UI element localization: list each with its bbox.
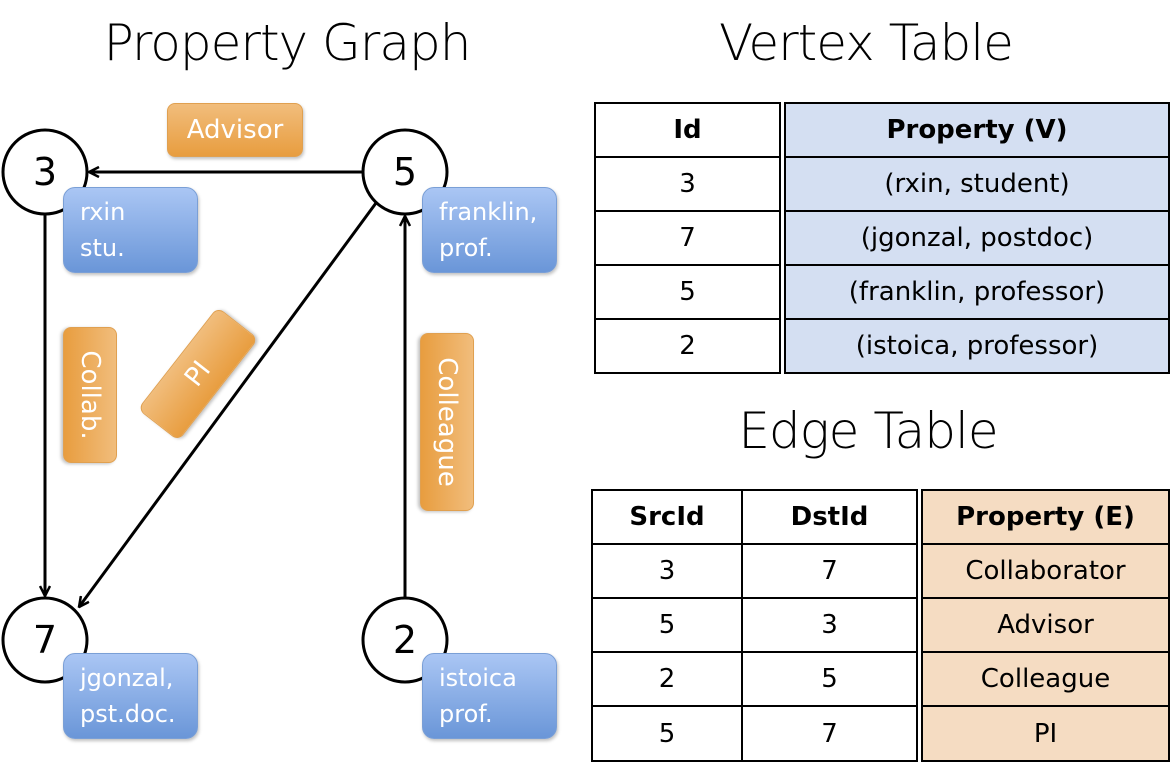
edge-property-cell: Collaborator bbox=[921, 543, 1170, 599]
vertex-7-property: jgonzal, pst.doc. bbox=[63, 653, 198, 739]
vertex-id-cell: 7 bbox=[594, 210, 781, 266]
edge-dst-cell: 7 bbox=[741, 543, 918, 599]
vertex-property-cell: (istoica, professor) bbox=[784, 318, 1170, 374]
property-line: prof. bbox=[439, 234, 493, 262]
vertex-2-id: 2 bbox=[392, 618, 418, 662]
edge-dst-cell: 3 bbox=[741, 597, 918, 653]
property-line: prof. bbox=[439, 700, 493, 728]
edge-property-cell: PI bbox=[921, 705, 1170, 762]
property-line: rxin bbox=[80, 198, 126, 226]
header-property-v: Property (V) bbox=[784, 102, 1170, 158]
header-srcid: SrcId bbox=[591, 489, 743, 545]
edge-table-title: Edge Table bbox=[738, 402, 998, 460]
vertex-table-title: Vertex Table bbox=[719, 14, 1014, 72]
edge-5-7 bbox=[79, 202, 378, 607]
vertex-3-property: rxin stu. bbox=[63, 187, 198, 273]
property-line: stu. bbox=[80, 234, 125, 262]
property-line: jgonzal, bbox=[80, 664, 174, 692]
header-id: Id bbox=[594, 102, 781, 158]
vertex-5-id: 5 bbox=[392, 150, 418, 194]
vertex-property-cell: (franklin, professor) bbox=[784, 264, 1170, 320]
vertex-3-id: 3 bbox=[32, 150, 58, 194]
vertex-id-cell: 3 bbox=[594, 156, 781, 212]
edge-src-cell: 3 bbox=[591, 543, 743, 599]
vertex-2-property: istoica prof. bbox=[422, 653, 557, 739]
property-graph-title: Property Graph bbox=[103, 14, 472, 72]
vertex-property-cell: (jgonzal, postdoc) bbox=[784, 210, 1170, 266]
vertex-id-cell: 2 bbox=[594, 318, 781, 374]
property-line: pst.doc. bbox=[80, 700, 176, 728]
edge-label-advisor: Advisor bbox=[167, 103, 303, 157]
header-property-e: Property (E) bbox=[921, 489, 1170, 545]
property-line: istoica bbox=[439, 664, 517, 692]
edge-label-collab: Collab. bbox=[63, 327, 117, 463]
vertex-5-property: franklin, prof. bbox=[422, 187, 557, 273]
header-dstid: DstId bbox=[741, 489, 918, 545]
vertex-property-cell: (rxin, student) bbox=[784, 156, 1170, 212]
edge-property-cell: Advisor bbox=[921, 597, 1170, 653]
property-line: franklin, bbox=[439, 198, 538, 226]
edge-src-cell: 5 bbox=[591, 705, 743, 762]
edge-property-cell: Colleague bbox=[921, 651, 1170, 707]
vertex-id-cell: 5 bbox=[594, 264, 781, 320]
edge-label-colleague: Colleague bbox=[420, 333, 474, 511]
vertex-7-id: 7 bbox=[32, 618, 58, 662]
edge-src-cell: 2 bbox=[591, 651, 743, 707]
edge-dst-cell: 5 bbox=[741, 651, 918, 707]
edge-dst-cell: 7 bbox=[741, 705, 918, 762]
edge-src-cell: 5 bbox=[591, 597, 743, 653]
